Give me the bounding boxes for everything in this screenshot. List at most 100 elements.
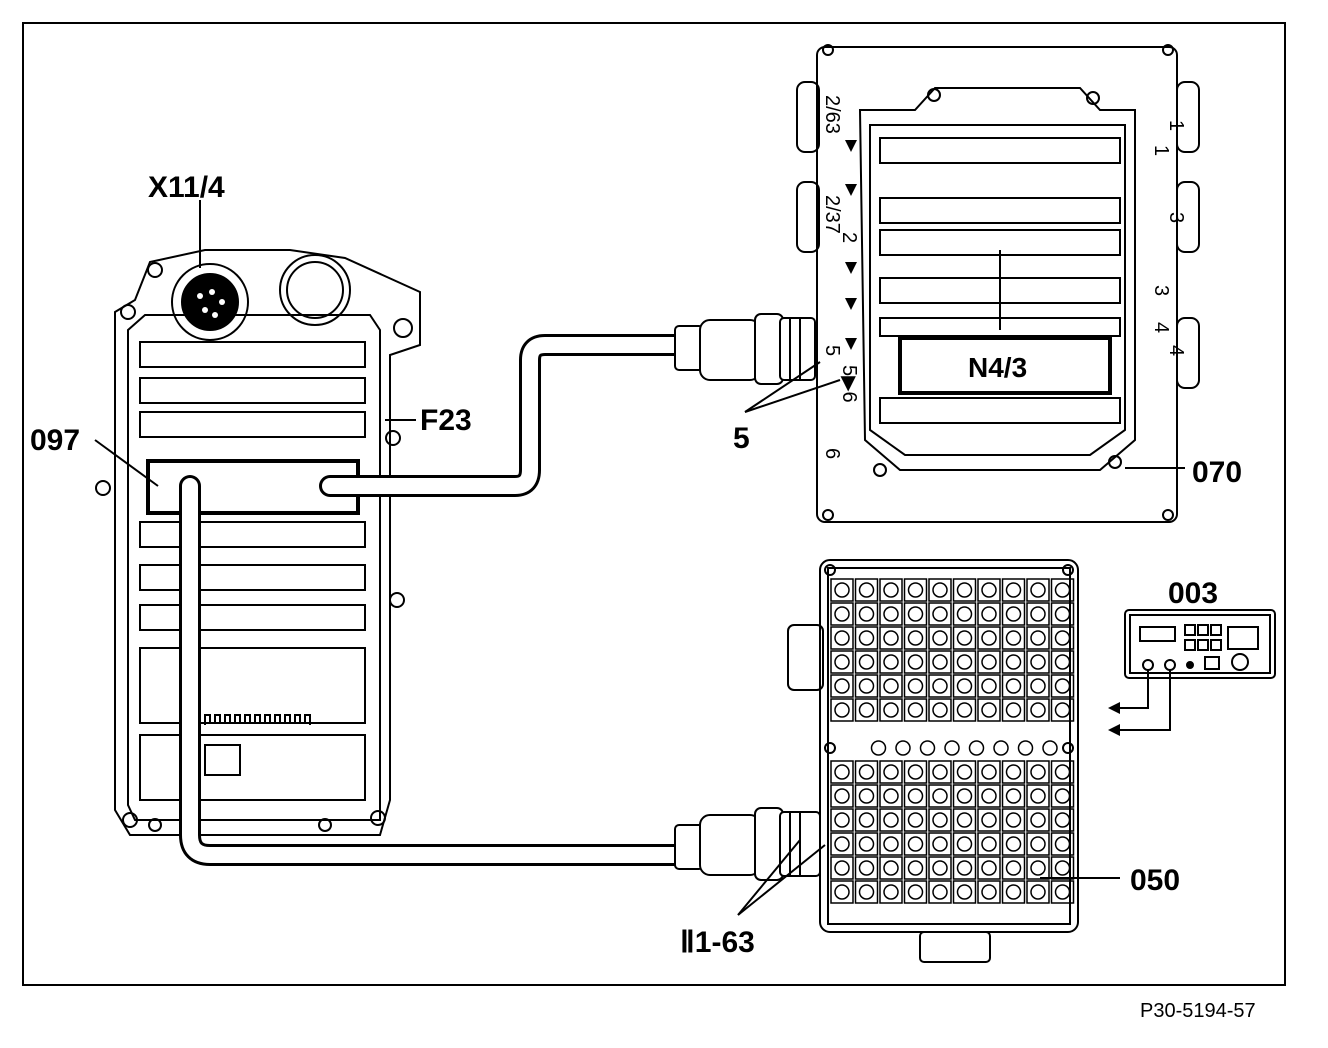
test-socket xyxy=(1054,788,1071,804)
pin-cell xyxy=(977,784,1001,808)
pin-cell xyxy=(1026,784,1050,808)
pin-cell xyxy=(928,832,952,856)
test-socket xyxy=(834,678,850,694)
test-socket xyxy=(932,654,948,670)
test-socket xyxy=(1005,654,1022,670)
pin-cell xyxy=(1001,832,1026,856)
outer-frame xyxy=(22,22,1286,986)
pin-cell xyxy=(1050,784,1075,808)
test-socket xyxy=(834,884,850,900)
test-socket xyxy=(883,582,899,598)
pin-cell xyxy=(830,602,854,626)
pin-cell xyxy=(903,578,928,602)
test-socket xyxy=(1042,740,1058,756)
test-socket xyxy=(956,884,973,900)
test-socket xyxy=(1054,764,1071,780)
test-socket xyxy=(907,836,924,852)
pin-cell xyxy=(879,856,903,880)
pin-cell xyxy=(1001,808,1026,832)
test-socket xyxy=(956,860,973,876)
test-socket xyxy=(932,582,948,598)
pin-cell xyxy=(1001,698,1026,722)
test-socket xyxy=(834,630,850,646)
socket-label-5-6: 5▶6 xyxy=(838,365,860,403)
pin-cell xyxy=(1050,602,1075,626)
test-socket xyxy=(1030,606,1046,622)
test-socket xyxy=(981,582,997,598)
test-socket xyxy=(883,764,899,780)
pin-cell xyxy=(903,856,928,880)
test-socket xyxy=(834,860,850,876)
test-socket xyxy=(1005,884,1022,900)
pin-cell xyxy=(1001,674,1026,698)
pin-cell xyxy=(1001,784,1026,808)
socket-label-r1b: 1 xyxy=(1150,145,1172,156)
pin-cell xyxy=(830,698,854,722)
pin-cell xyxy=(1050,832,1075,856)
figure-code: P30-5194-57 xyxy=(1140,1000,1256,1022)
label-connector-pins: Ⅱ1-63 xyxy=(680,926,755,959)
test-socket xyxy=(883,836,899,852)
test-socket xyxy=(1054,884,1071,900)
test-socket xyxy=(834,654,850,670)
test-socket xyxy=(956,788,973,804)
test-socket xyxy=(834,606,850,622)
test-socket xyxy=(883,788,899,804)
test-socket xyxy=(932,884,948,900)
test-box-pin-grid xyxy=(830,578,1075,904)
label-097: 097 xyxy=(30,424,80,457)
pin-cell xyxy=(928,808,952,832)
pin-cell xyxy=(854,674,879,698)
test-socket xyxy=(834,812,850,828)
test-socket xyxy=(1005,788,1022,804)
pin-cell xyxy=(1026,650,1050,674)
pin-cell xyxy=(830,832,854,856)
test-socket xyxy=(907,884,924,900)
socket-label-r4b: 4 xyxy=(1165,345,1187,356)
test-socket xyxy=(956,812,973,828)
pin-cell xyxy=(879,698,903,722)
test-socket xyxy=(993,740,1009,756)
pin-cell xyxy=(1001,650,1026,674)
pin-cell xyxy=(879,650,903,674)
pin-cell xyxy=(903,760,928,784)
pin-cell xyxy=(903,698,928,722)
test-socket xyxy=(981,836,997,852)
pin-cell xyxy=(977,832,1001,856)
pin-cell xyxy=(1001,760,1026,784)
test-socket xyxy=(1054,812,1071,828)
test-socket xyxy=(1030,630,1046,646)
label-070: 070 xyxy=(1192,456,1242,489)
test-socket xyxy=(956,764,973,780)
test-socket xyxy=(883,884,899,900)
test-socket xyxy=(956,678,973,694)
pin-cell xyxy=(1026,808,1050,832)
test-socket xyxy=(932,630,948,646)
pin-cell xyxy=(1001,626,1026,650)
test-socket xyxy=(968,740,985,756)
pin-cell xyxy=(952,626,977,650)
test-socket xyxy=(1054,606,1071,622)
test-socket xyxy=(932,678,948,694)
test-socket xyxy=(834,702,850,718)
pin-cell xyxy=(952,880,977,904)
test-socket xyxy=(883,606,899,622)
adapter-097 xyxy=(94,439,360,515)
pin-cell xyxy=(1026,856,1050,880)
test-socket xyxy=(858,582,875,598)
pin-cell xyxy=(952,578,977,602)
cable-to-socket-box xyxy=(319,334,691,497)
test-socket xyxy=(1054,582,1071,598)
pin-cell xyxy=(879,880,903,904)
test-socket xyxy=(981,764,997,780)
pin-cell xyxy=(854,626,879,650)
pin-cell xyxy=(977,578,1001,602)
pin-cell xyxy=(830,578,854,602)
pin-cell xyxy=(952,698,977,722)
pin-cell xyxy=(928,880,952,904)
pin-cell xyxy=(903,674,928,698)
pin-cell xyxy=(879,760,903,784)
pin-cell xyxy=(879,578,903,602)
pin-cell xyxy=(903,808,928,832)
